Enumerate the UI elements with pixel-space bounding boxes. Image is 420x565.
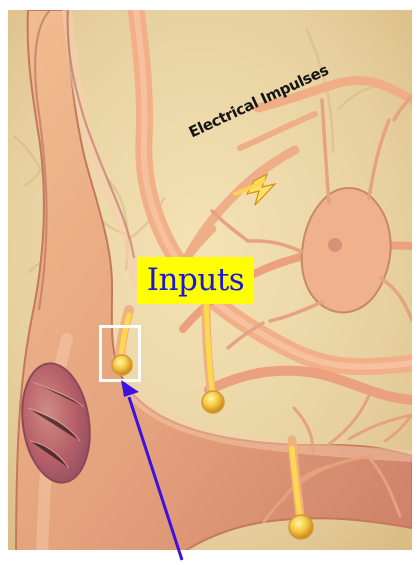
- synapse-knob: [201, 390, 225, 414]
- synapse-knob: [288, 514, 314, 540]
- axon-branches: [262, 386, 412, 524]
- lightning-icon: [245, 172, 277, 206]
- highlight-box: [99, 325, 141, 382]
- secondary-dendrites: [210, 94, 412, 350]
- pointer-arrow-icon: [121, 380, 184, 561]
- neuron-artwork: [8, 10, 412, 550]
- nucleus-texture: [27, 381, 85, 469]
- main-neuron-body: [15, 10, 412, 550]
- inputs-label: Inputs: [137, 257, 254, 304]
- neuron-illustration: [8, 10, 412, 550]
- synapse-knob: [111, 354, 133, 376]
